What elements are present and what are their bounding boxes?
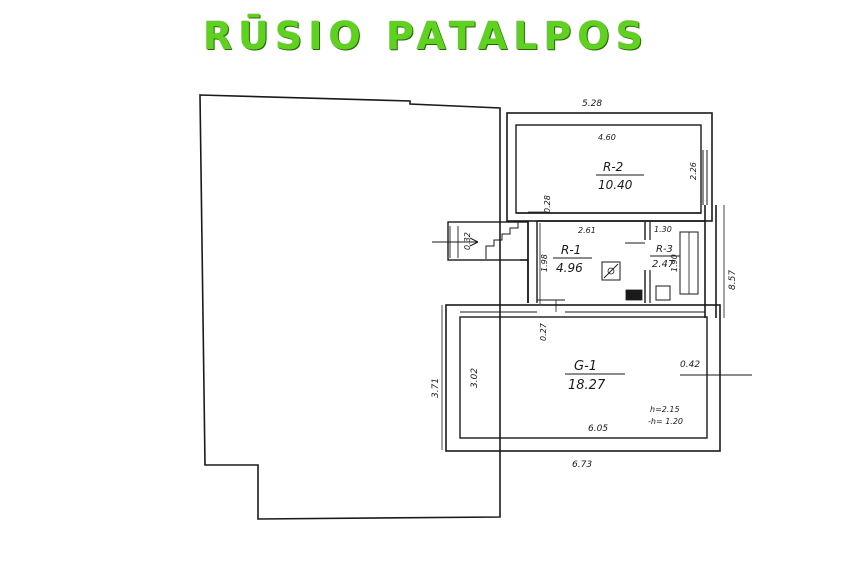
room-g1-name: G-1	[574, 359, 597, 374]
dim-wall-a: 0.28	[543, 195, 552, 213]
dim-g1-depth-inner: 3.02	[470, 368, 480, 388]
dim-r2-width: 4.60	[598, 133, 616, 142]
outer-outline	[199, 94, 501, 520]
dim-g1-depth-outer: 3.71	[431, 378, 441, 398]
room-r2-name: R-2	[603, 160, 623, 174]
dim-top-outer: 5.28	[582, 99, 602, 109]
room-g1-area: 18.27	[568, 378, 606, 393]
dim-g1-width-outer: 6.73	[572, 460, 592, 470]
dim-r1-depth: 1.98	[540, 254, 549, 272]
room-r1-walls	[527, 205, 717, 318]
staircase	[432, 221, 529, 303]
room-g1-walls	[445, 304, 752, 452]
dim-wall-c: 0.32	[463, 232, 472, 250]
dim-g1-wall: 0.42	[680, 360, 700, 370]
room-r1-name: R-1	[561, 243, 581, 257]
dim-right-total: 8.57	[728, 270, 738, 290]
dim-height-neg: -h= 1.20	[648, 417, 683, 426]
dim-r1-width: 2.61	[578, 226, 596, 235]
dimension-lines	[441, 205, 725, 450]
dim-r2-depth: 2.26	[689, 162, 698, 180]
page-title: RŪSIO PATALPOS	[202, 14, 650, 58]
dim-r3-depth: 1.90	[670, 254, 679, 272]
dimension-labels: 5.28 4.60 2.26 2.61 1.98 1.30 1.90 8.57 …	[431, 99, 738, 470]
room-r2-area: 10.40	[598, 178, 633, 192]
dim-height-h: h=2.15	[650, 405, 680, 414]
dim-wall-b: 0.27	[539, 322, 548, 341]
dim-r3-width: 1.30	[654, 225, 672, 234]
dim-g1-width-inner: 6.05	[588, 424, 608, 434]
room-r3-name: R-3	[656, 244, 673, 255]
room-labels: R-2 10.40 R-1 4.96 R-3 2.47 G-1 18.27	[553, 160, 680, 393]
room-r3-area: 2.47	[652, 259, 675, 270]
room-r1-area: 4.96	[556, 261, 583, 275]
